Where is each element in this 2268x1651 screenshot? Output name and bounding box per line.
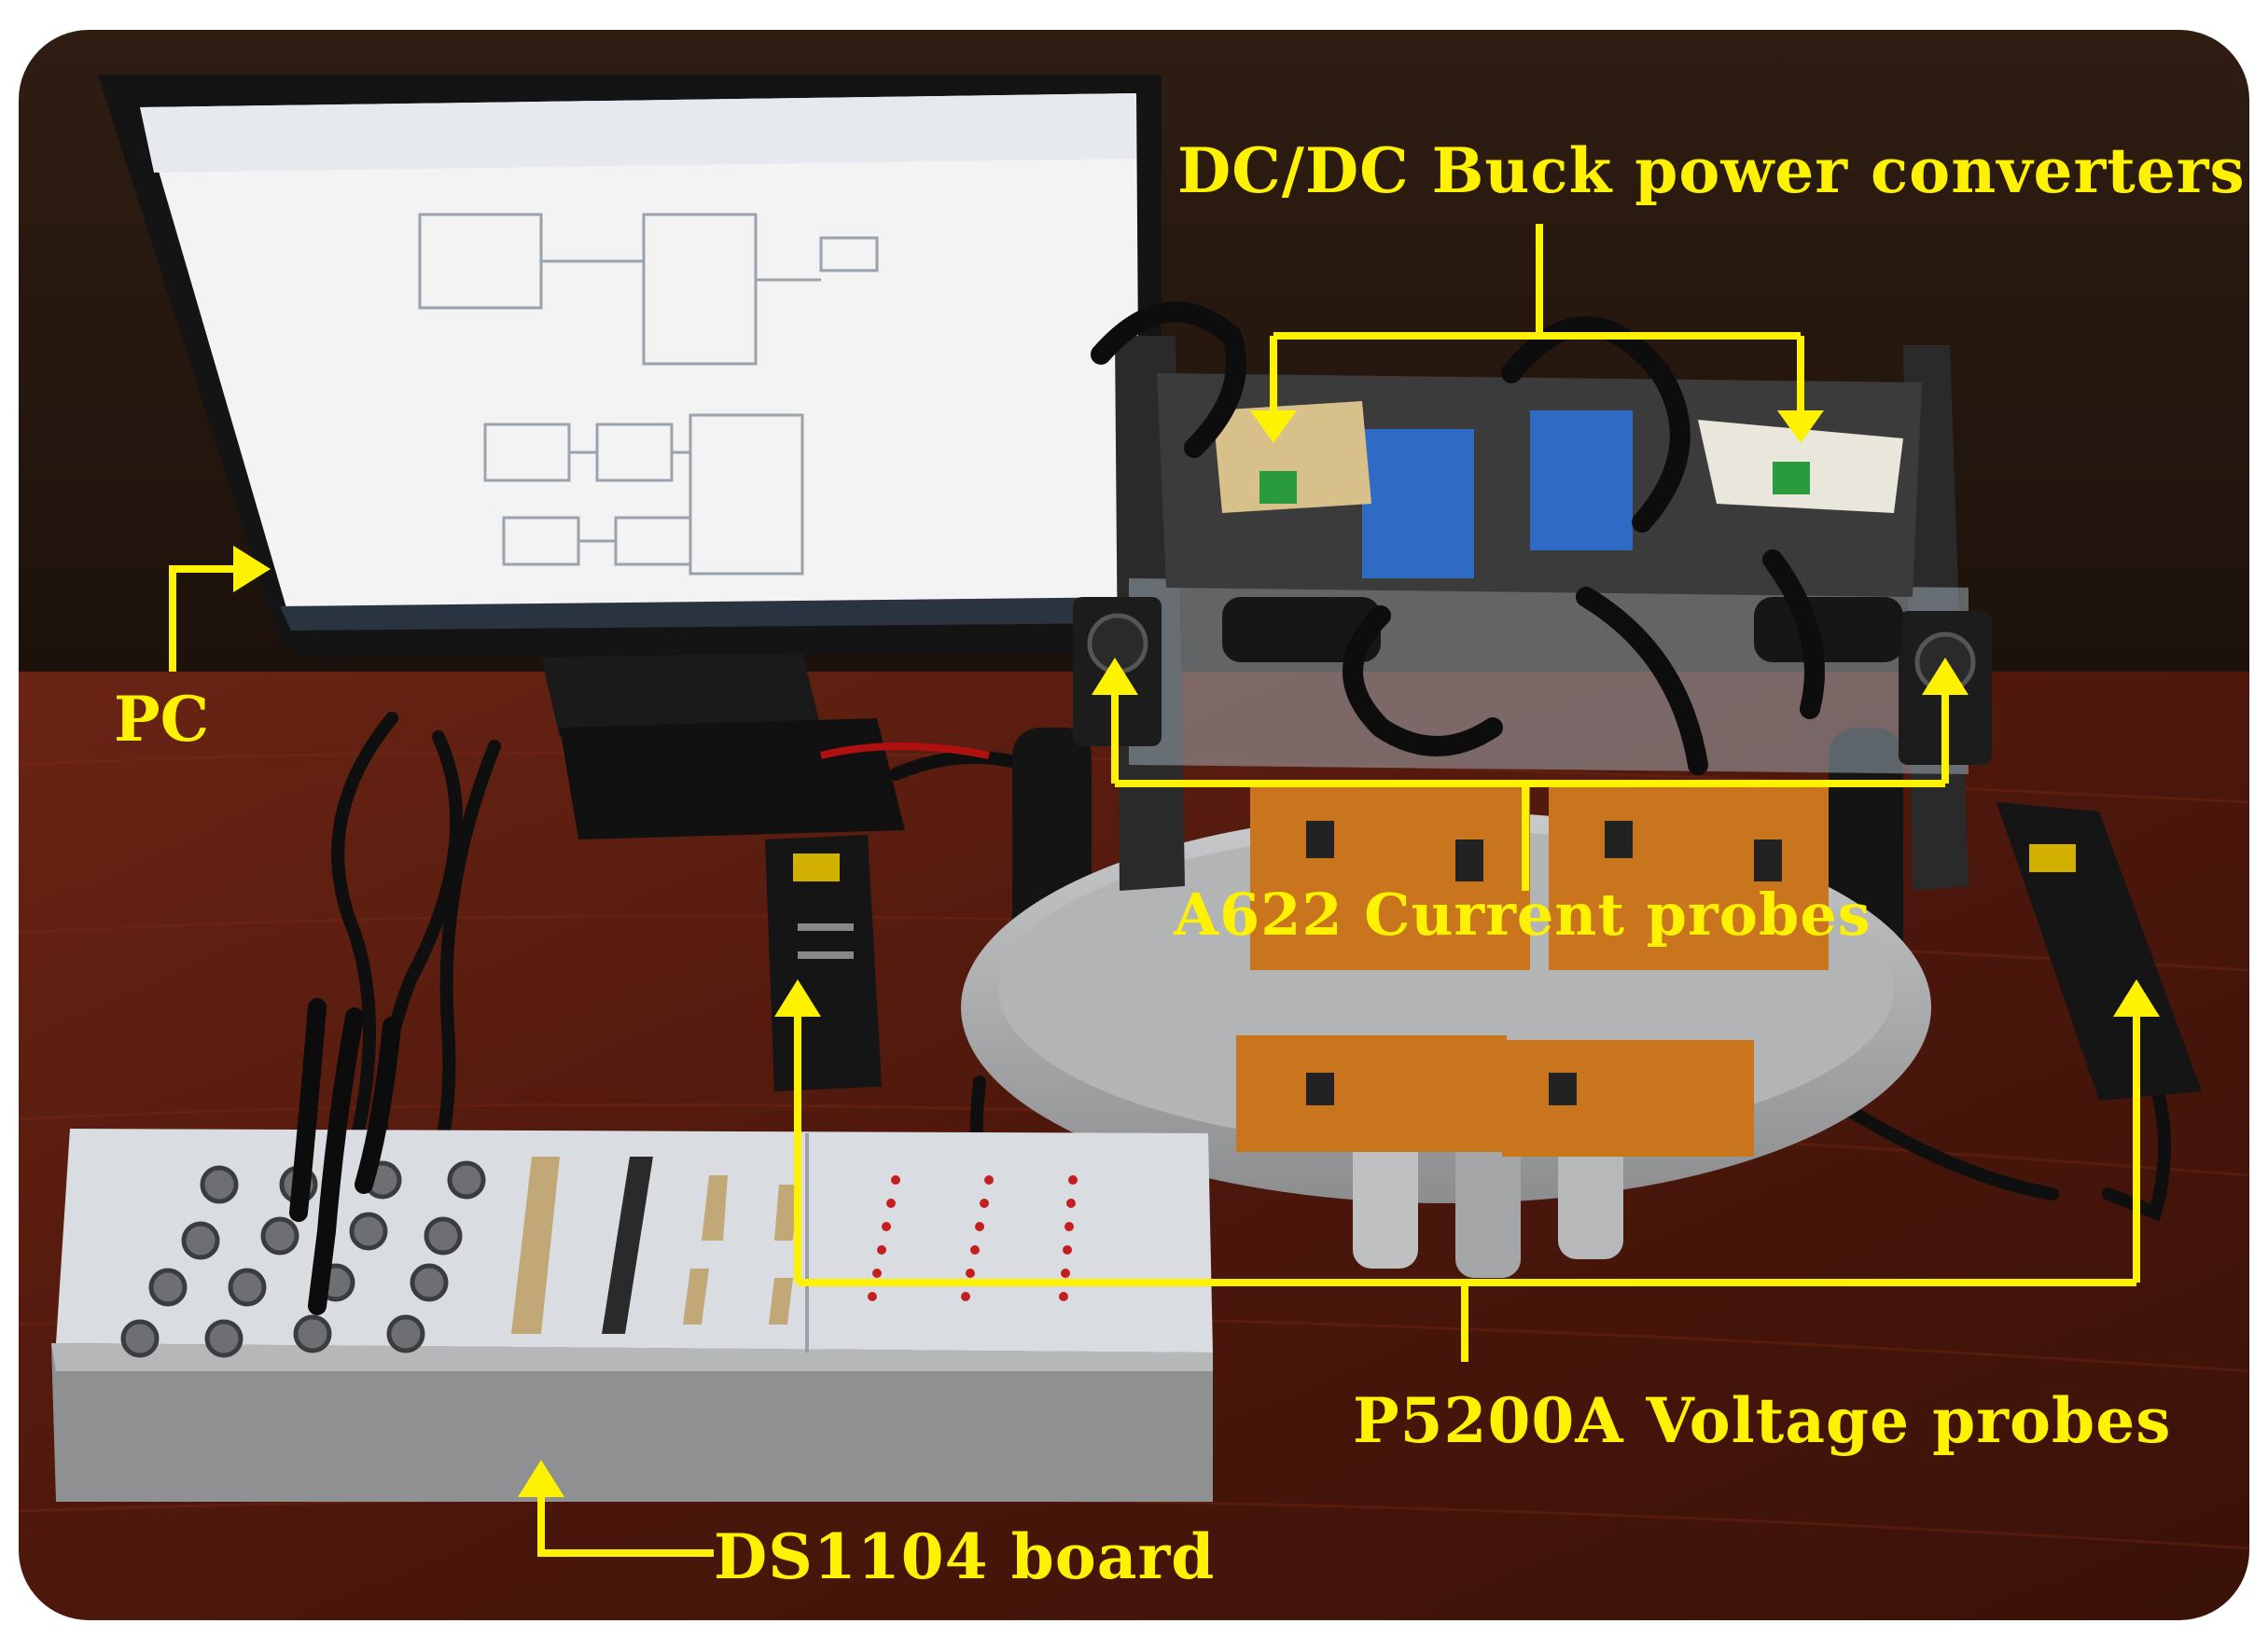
annotation-arrows xyxy=(169,224,2140,1557)
robot-platform xyxy=(961,301,1992,1278)
pc-monitor xyxy=(98,75,1162,839)
label-current-probes: A622 Current probes xyxy=(1174,881,1871,949)
ds1104-panel xyxy=(51,998,1213,1502)
label-dcdc-converters: DC/DC Buck power converters xyxy=(1177,134,2246,207)
voltage-probe-right xyxy=(1997,802,2202,1101)
arrowheads xyxy=(233,410,2160,1497)
red-wire xyxy=(820,742,990,759)
lab-setup-photo xyxy=(19,30,2249,1620)
label-pc: PC xyxy=(114,683,210,756)
label-voltage-probes: P5200A Voltage probes xyxy=(1353,1384,2172,1457)
label-ds1104-board: DS1104 board xyxy=(714,1520,1216,1593)
voltage-probe-left xyxy=(765,835,882,1091)
